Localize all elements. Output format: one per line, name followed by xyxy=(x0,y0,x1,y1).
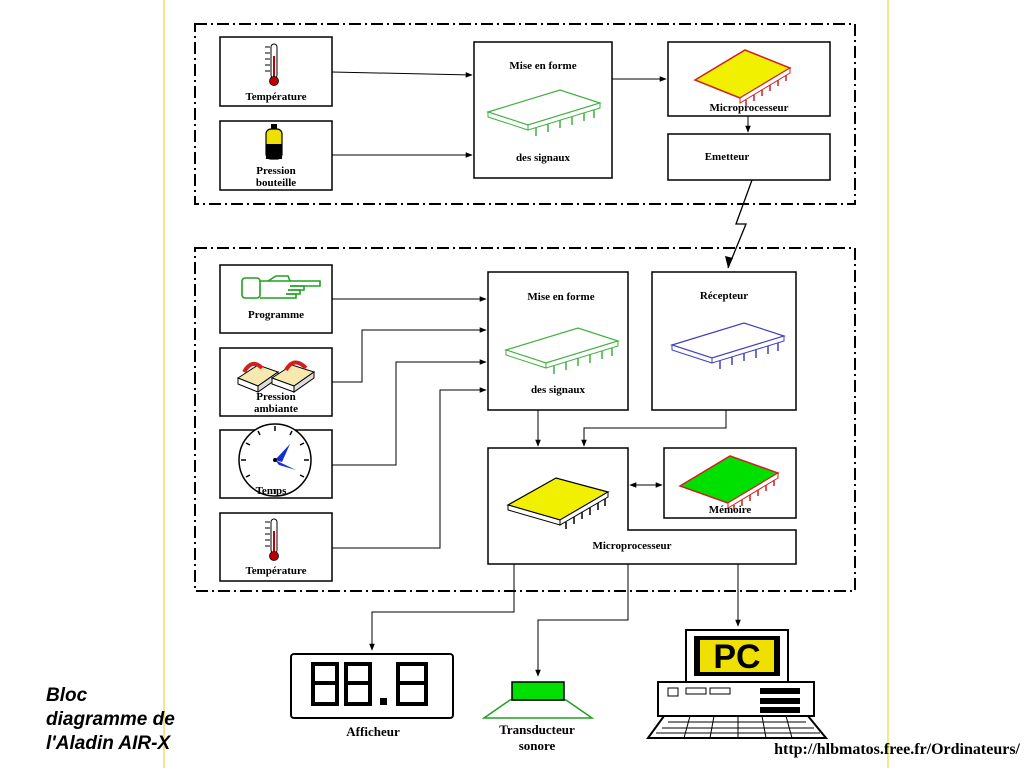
chip-icon xyxy=(506,477,610,529)
ambient-pressure-label-1: Pression xyxy=(256,391,296,403)
slide-frame xyxy=(163,0,889,773)
chip-icon xyxy=(693,49,792,106)
bottle-pressure-box: Pression bouteille xyxy=(219,120,333,191)
receiver-box: Récepteur xyxy=(651,271,797,411)
transducer-label-2: sonore xyxy=(519,738,556,753)
receiver-group xyxy=(194,247,856,592)
bottle-pressure-label-2: bouteille xyxy=(256,177,296,189)
chip-icon xyxy=(678,455,780,511)
microprocessor-label-bottom: Microprocesseur xyxy=(592,540,671,552)
arrow-receiver-to-microprocessor xyxy=(581,410,727,447)
arrow-pressure-to-shaping xyxy=(332,327,487,383)
signal-shaping-box-top: Mise en forme des signaux xyxy=(473,41,613,179)
memory-box: Mémoire xyxy=(663,447,797,519)
receiver-label: Récepteur xyxy=(700,290,748,302)
chip-icon xyxy=(504,327,620,374)
lightning-icon xyxy=(727,179,753,269)
arrow-time-to-shaping xyxy=(332,359,487,466)
pressure-sensor-icon xyxy=(236,360,316,393)
emitter-box: Emetteur xyxy=(667,133,831,181)
temperature-sensor-box: Température xyxy=(219,36,333,107)
display-label: Afficheur xyxy=(346,724,400,739)
caption-line-2: diagramme de xyxy=(46,709,175,730)
shaping-label-bottom-2: des signaux xyxy=(531,384,586,396)
gas-bottle-icon xyxy=(265,124,283,160)
time-label: Temps xyxy=(256,485,287,497)
time-box: Temps xyxy=(219,423,333,499)
bottle-pressure-label-1: Pression xyxy=(256,165,296,177)
programme-label: Programme xyxy=(248,309,304,321)
arrow-to-display xyxy=(369,564,515,651)
chip-icon xyxy=(670,322,786,369)
transmitter-group xyxy=(194,23,856,205)
arrow-temperature-to-shaping xyxy=(331,71,473,78)
thermometer-icon xyxy=(265,43,279,86)
ambient-pressure-box: Pression ambiante xyxy=(219,347,333,417)
diagram-caption: Bloc diagramme de l'Aladin AIR-X xyxy=(46,684,216,756)
pointing-hand-icon xyxy=(241,275,321,299)
shaping-label-1: Mise en forme xyxy=(509,60,576,72)
temperature-label-bottom: Température xyxy=(245,565,306,577)
signal-shaping-box-bottom: Mise en forme des signaux xyxy=(487,271,629,411)
microprocessor-box-bottom: Microprocesseur xyxy=(487,447,797,565)
computer-icon: PC xyxy=(646,629,829,739)
arrow-to-transducer xyxy=(535,564,629,677)
programme-box: Programme xyxy=(219,264,333,334)
caption-line-3: l'Aladin AIR-X xyxy=(46,733,171,754)
pc-screen-label: PC xyxy=(713,638,760,676)
caption-line-1: Bloc xyxy=(46,685,88,706)
thermometer-icon xyxy=(265,518,279,561)
speaker-icon xyxy=(481,681,595,719)
source-url: http://hlbmatos.free.fr/Ordinateurs/ xyxy=(774,741,1020,758)
memory-label: Mémoire xyxy=(709,504,752,516)
temperature-sensor-box-bottom: Température xyxy=(219,512,333,582)
transducer-label-1: Transducteur xyxy=(499,722,575,737)
temperature-label: Température xyxy=(245,91,306,103)
microprocessor-label-top: Microprocesseur xyxy=(709,102,788,114)
seven-segment-display-icon xyxy=(290,653,454,719)
clock-icon xyxy=(238,423,312,497)
chip-icon xyxy=(486,89,602,136)
shaping-label-bottom-1: Mise en forme xyxy=(527,291,594,303)
shaping-label-2: des signaux xyxy=(516,152,571,164)
ambient-pressure-label-2: ambiante xyxy=(254,403,298,415)
emitter-label: Emetteur xyxy=(705,151,750,163)
arrow-temperature-to-shaping xyxy=(332,387,487,549)
microprocessor-box-top: Microprocesseur xyxy=(667,41,831,117)
